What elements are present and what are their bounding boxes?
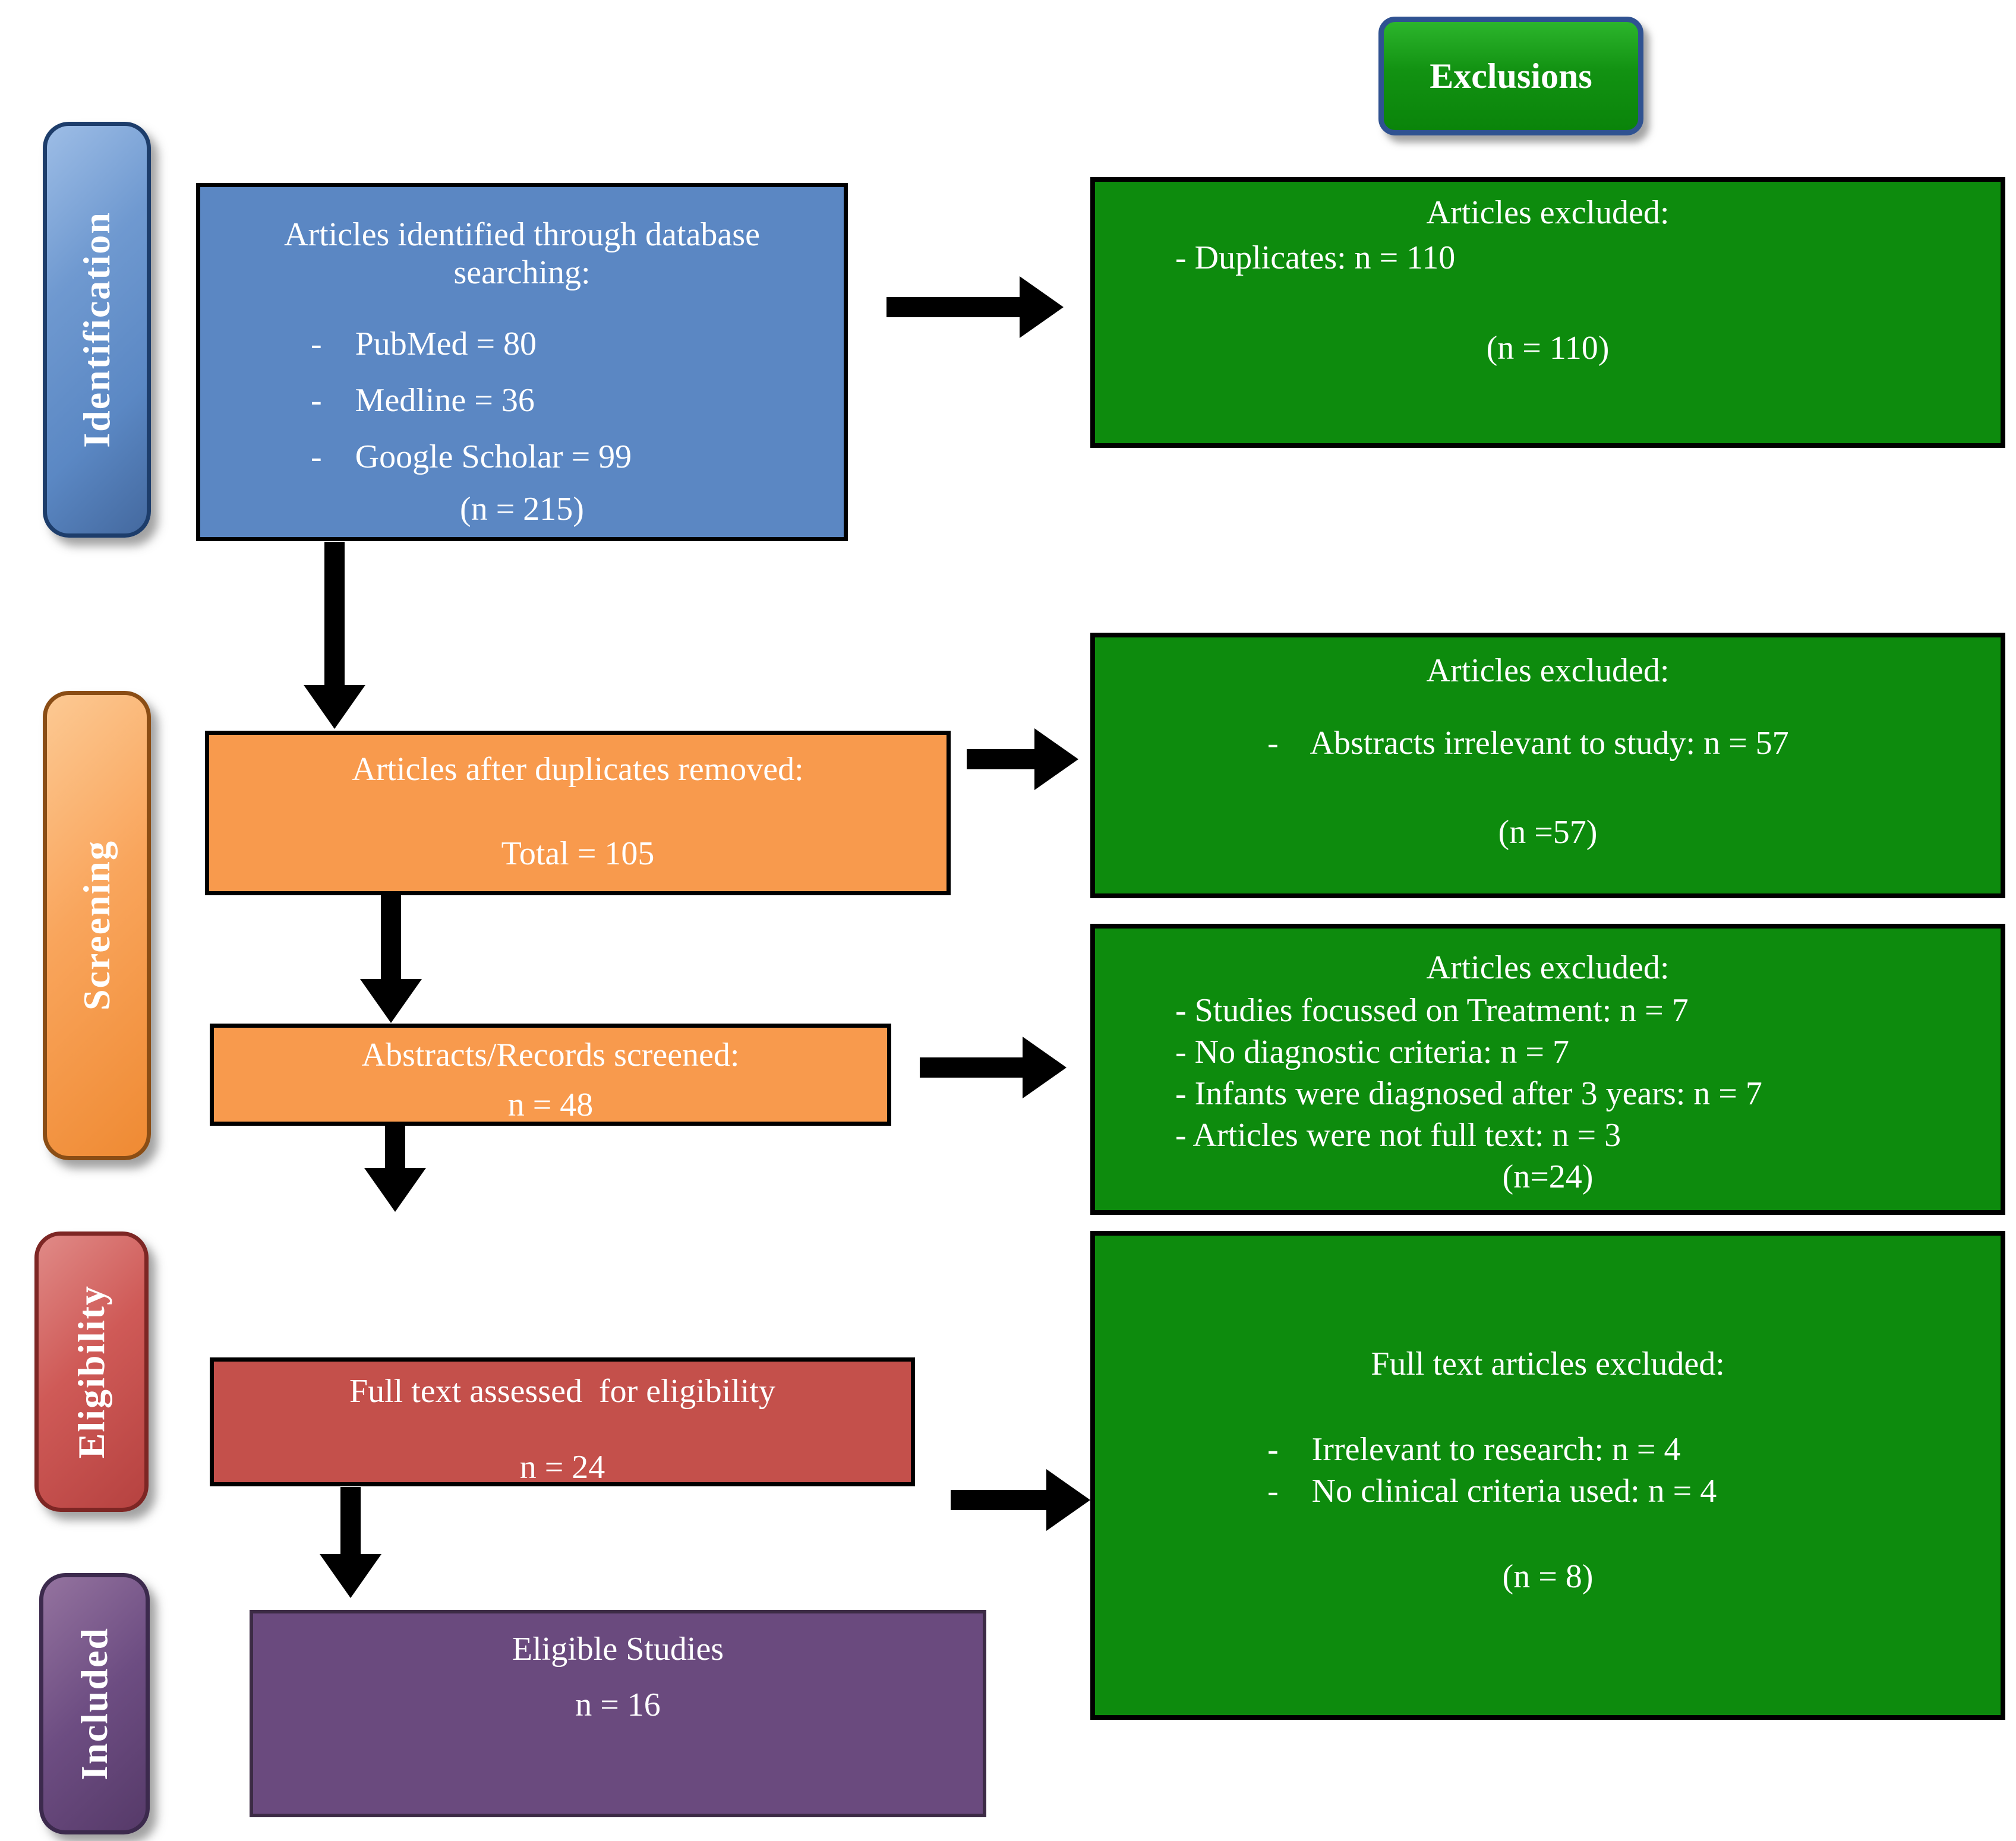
exclusion-box-abstracts-total: (n =57): [1498, 814, 1598, 851]
records-screened-heading: Abstracts/Records screened:: [361, 1037, 740, 1073]
duplicates-removed-box: Articles after duplicates removed: Total…: [205, 731, 951, 895]
exclusion-box-abstracts: Articles excluded: - Abstracts irrelevan…: [1090, 633, 2005, 898]
exclusion-box-criteria: Articles excluded: - Studies focussed on…: [1090, 924, 2005, 1215]
exclusion-box-full-text: Full text articles excluded: - Irrelevan…: [1090, 1231, 2005, 1720]
stage-label-screening-text: Screening: [75, 840, 118, 1011]
arrow-duplicates-to-screened-arrowhead: [360, 979, 422, 1023]
stage-label-identification: Identification: [43, 122, 151, 538]
identification-box-item-pubmed: - PubMed = 80: [311, 326, 537, 362]
exclusion-box-abstracts-item: - Abstracts irrelevant to study: n = 57: [1267, 725, 1789, 762]
stage-label-included: Included: [39, 1573, 150, 1834]
identification-box-total: (n = 215): [460, 491, 584, 528]
stage-label-included-text: Included: [73, 1627, 115, 1780]
exclusions-header: Exclusions: [1378, 17, 1643, 135]
stage-label-eligibility: Eligibility: [34, 1231, 149, 1512]
identification-box-heading: Articles identified through database sea…: [284, 216, 760, 291]
full-text-assessed-total: n = 24: [519, 1449, 605, 1486]
exclusion-box-criteria-item-3: - Articles were not full text: n = 3: [1175, 1117, 1621, 1154]
arrow-duplicates-to-screened: [381, 895, 401, 980]
stage-label-eligibility-text: Eligibility: [70, 1284, 112, 1459]
arrow-screened-to-full-text: [385, 1125, 405, 1169]
duplicates-removed-heading: Articles after duplicates removed:: [352, 751, 804, 788]
duplicates-removed-total: Total = 105: [501, 835, 655, 872]
arrow-identification-to-duplicates-arrowhead: [304, 685, 365, 729]
full-text-assessed-heading: Full text assessed for eligibility: [349, 1373, 776, 1410]
records-screened-total: n = 48: [507, 1087, 594, 1123]
exclusion-box-criteria-item-2: - Infants were diagnosed after 3 years: …: [1175, 1075, 1762, 1112]
exclusion-box-criteria-item-1: - No diagnostic criteria: n = 7: [1175, 1034, 1569, 1071]
eligible-studies-heading: Eligible Studies: [512, 1631, 724, 1668]
arrow-duplicates-to-exclusion-2-arrowhead: [1034, 728, 1078, 790]
eligible-studies-box: Eligible Studies n = 16: [250, 1610, 986, 1817]
exclusion-box-full-text-total: (n = 8): [1502, 1558, 1594, 1595]
exclusion-box-duplicates-item: - Duplicates: n = 110: [1175, 239, 1456, 276]
exclusion-box-criteria-total: (n=24): [1502, 1158, 1594, 1195]
arrow-duplicates-to-exclusion-2: [967, 749, 1036, 769]
exclusion-box-criteria-heading: Articles excluded:: [1426, 949, 1670, 986]
stage-label-identification-text: Identification: [75, 211, 118, 448]
arrow-screened-to-exclusion-3-arrowhead: [1023, 1037, 1067, 1098]
exclusion-box-criteria-item-0: - Studies focussed on Treatment: n = 7: [1175, 992, 1689, 1029]
full-text-assessed-box: Full text assessed for eligibility n = 2…: [210, 1357, 915, 1486]
exclusion-box-full-text-heading: Full text articles excluded:: [1371, 1346, 1725, 1382]
arrow-full-text-to-eligible: [340, 1487, 361, 1555]
records-screened-box: Abstracts/Records screened: n = 48: [210, 1024, 891, 1126]
exclusion-box-duplicates-heading: Articles excluded:: [1426, 194, 1670, 231]
exclusion-box-duplicates: Articles excluded: - Duplicates: n = 110…: [1090, 177, 2005, 448]
arrow-full-text-to-eligible-arrowhead: [320, 1554, 381, 1598]
stage-label-screening: Screening: [43, 691, 151, 1160]
arrow-screened-to-full-text-arrowhead: [364, 1168, 426, 1212]
identification-box: Articles identified through database sea…: [196, 183, 848, 541]
arrow-identification-to-exclusion-1-arrowhead: [1020, 276, 1064, 338]
identification-box-item-google-scholar: - Google Scholar = 99: [311, 438, 632, 475]
arrow-full-text-to-exclusion-4-arrowhead: [1046, 1469, 1090, 1531]
eligible-studies-total: n = 16: [575, 1687, 661, 1723]
arrow-full-text-to-exclusion-4: [951, 1490, 1048, 1510]
exclusion-box-full-text-item-1: - No clinical criteria used: n = 4: [1267, 1473, 1717, 1510]
exclusions-header-text: Exclusions: [1430, 56, 1592, 96]
arrow-identification-to-exclusion-1: [886, 297, 1021, 317]
arrow-identification-to-duplicates: [324, 542, 345, 686]
exclusion-box-abstracts-heading: Articles excluded:: [1426, 652, 1670, 689]
identification-box-item-medline: - Medline = 36: [311, 382, 535, 419]
arrow-screened-to-exclusion-3: [920, 1057, 1024, 1078]
exclusion-box-full-text-item-0: - Irrelevant to research: n = 4: [1267, 1431, 1681, 1468]
exclusion-box-duplicates-total: (n = 110): [1486, 330, 1610, 367]
